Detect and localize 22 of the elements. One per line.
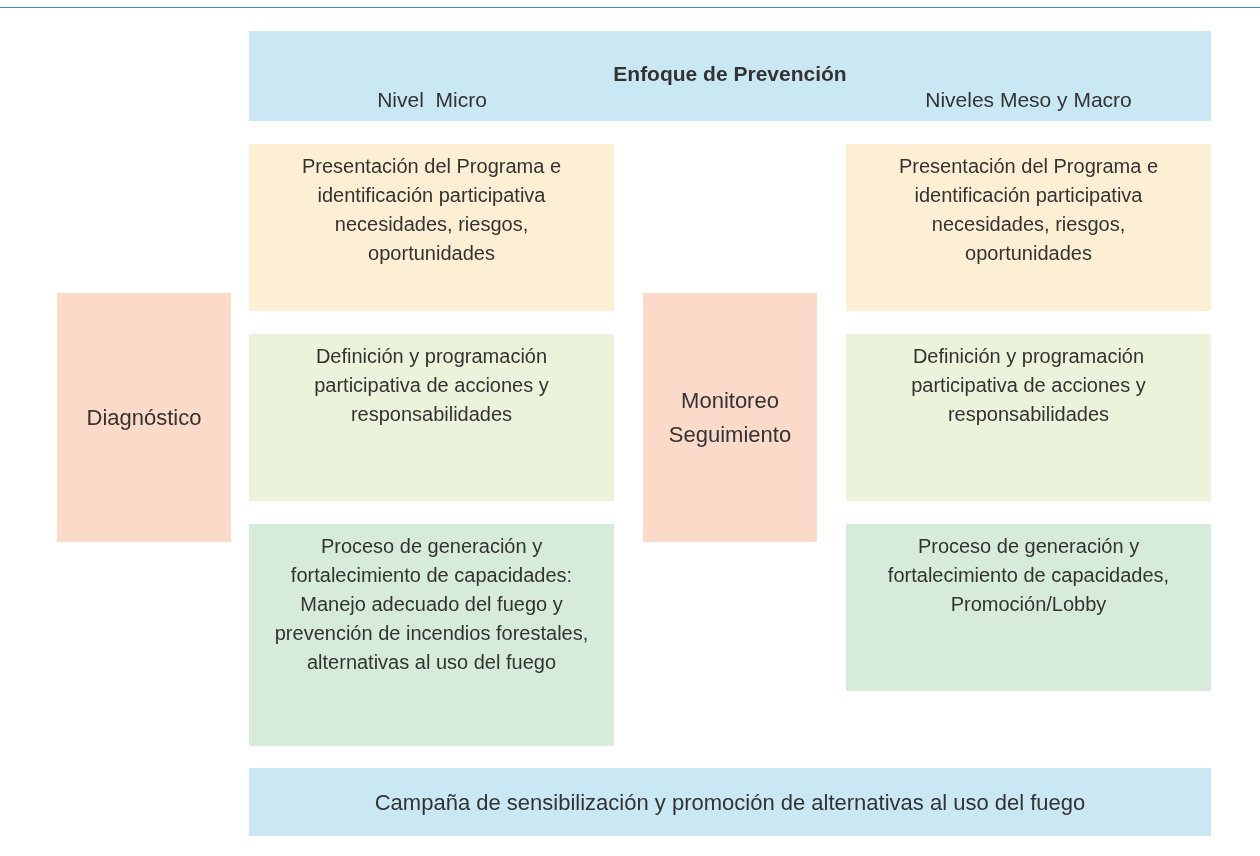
activity-box xyxy=(846,144,1211,311)
header-title: Enfoque de Prevención xyxy=(612,61,848,87)
campaign-text: Campaña de sensibilización y promoción de alternativas al uso del fuego xyxy=(374,788,1086,817)
campaign-band xyxy=(249,768,1211,836)
header-band xyxy=(249,31,1211,121)
activity-box xyxy=(249,144,614,311)
stage-box xyxy=(57,293,231,542)
stage-label: Diagnóstico xyxy=(86,403,202,432)
activity-text: Presentación del Programa e identificación participativa necesidades, riesgos, oportunidades xyxy=(300,154,562,266)
column-heading: Niveles Meso y Macro xyxy=(924,87,1133,113)
activity-text: Definición y programación participativa de acciones y responsabilidades xyxy=(910,344,1147,427)
activity-box xyxy=(846,524,1211,691)
activity-text: Presentación del Programa e identificación participativa necesidades, riesgos, oportunidades xyxy=(897,154,1159,266)
activity-box xyxy=(249,334,614,501)
activity-box xyxy=(846,334,1211,501)
stage-label: Monitoreo Seguimiento xyxy=(667,386,793,449)
activity-text: Definición y programación participativa de acciones y responsabilidades xyxy=(313,344,550,427)
activity-text: Proceso de generación y fortalecimiento de capacidades: Manejo adecuado del fuego y prevención de incendios forestales, alternativas al uso del fuego xyxy=(273,534,590,675)
activity-box xyxy=(249,524,614,746)
activity-text: Proceso de generación y fortalecimiento de capacidades, Promoción/Lobby xyxy=(886,534,1171,617)
column-heading: Nivel Micro xyxy=(376,87,488,113)
stage-box xyxy=(643,293,817,542)
